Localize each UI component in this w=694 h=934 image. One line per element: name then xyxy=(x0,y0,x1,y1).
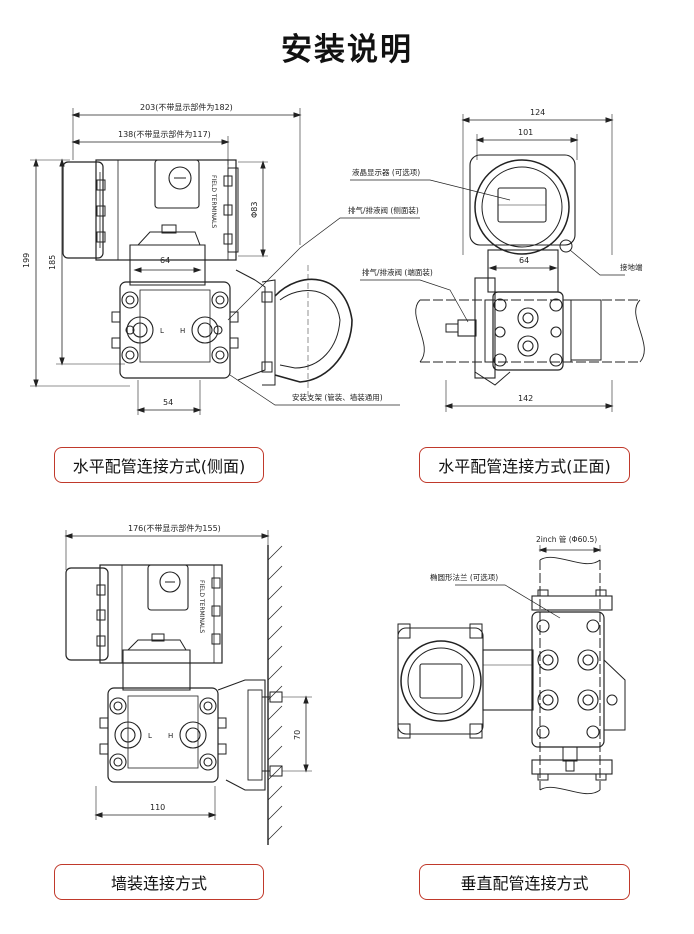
front-dim-total: 124 xyxy=(530,108,545,117)
wall-dim-total: 176(不带显示部件为155) xyxy=(128,523,221,533)
side-dim-height-total: 199 xyxy=(22,253,31,268)
front-dim-housing: 101 xyxy=(518,128,533,137)
caption-vertical-text: 垂直配管连接方式 xyxy=(460,874,589,893)
caption-horizontal-side: 水平配管连接方式(侧面) xyxy=(54,447,264,483)
wall-terminals-text: FIELD TERMINALS xyxy=(198,580,205,633)
vert-label-flange: 椭圆形法兰 (可选项) xyxy=(430,572,498,582)
caption-vertical: 垂直配管连接方式 xyxy=(419,864,630,900)
side-dim-bottom: 54 xyxy=(163,398,173,407)
vert-label-pipe: 2inch 管 (Φ60.5) xyxy=(536,534,597,544)
front-view-drawing: 124 101 液晶显示器 (可选项) 接地端 64 xyxy=(350,108,645,412)
front-dim-bottom: 142 xyxy=(518,394,533,403)
side-terminals-text: FIELD TERMINALS xyxy=(210,175,217,228)
wall-dim-bottom: 110 xyxy=(150,803,165,812)
side-label-vent: 排气/排液阀 (侧面装) xyxy=(348,205,419,215)
side-dim-housing: 138(不带显示部件为117) xyxy=(118,129,211,139)
front-dim-flange: 64 xyxy=(519,256,529,265)
caption-horizontal-side-text: 水平配管连接方式(侧面) xyxy=(72,457,246,476)
side-label-bracket: 安装支架 (管装、墙装通用) xyxy=(292,392,383,402)
caption-wall-text: 墙装连接方式 xyxy=(110,874,207,893)
page-title: 安装说明 xyxy=(281,32,413,68)
front-label-lcd: 液晶显示器 (可选项) xyxy=(352,167,420,177)
side-dim-height-body: 185 xyxy=(48,255,57,270)
side-dim-cover: Φ83 xyxy=(250,202,259,218)
front-label-vent: 排气/排液阀 (端面装) xyxy=(362,267,433,277)
wall-view-drawing: 176(不带显示部件为155) FIELD TE xyxy=(64,523,312,845)
wall-port-l: L xyxy=(148,732,152,740)
side-dim-total: 203(不带显示部件为182) xyxy=(140,102,233,112)
front-label-ground: 接地端 xyxy=(620,262,643,272)
vertical-view-drawing: 2inch 管 (Φ60.5) 椭圆形法兰 (可选项) xyxy=(397,534,626,795)
side-dim-flange: 64 xyxy=(160,256,170,265)
wall-port-h: H xyxy=(168,732,173,740)
side-port-l: L xyxy=(160,327,164,335)
caption-horizontal-front-text: 水平配管连接方式(正面) xyxy=(438,457,611,476)
side-port-h: H xyxy=(180,327,185,335)
caption-wall: 墙装连接方式 xyxy=(54,864,264,900)
wall-dim-bolt: 70 xyxy=(293,730,302,740)
side-view-drawing: 203(不带显示部件为182) 138(不带显示部件为117) 199 185 xyxy=(22,102,420,415)
caption-horizontal-front: 水平配管连接方式(正面) xyxy=(419,447,630,483)
